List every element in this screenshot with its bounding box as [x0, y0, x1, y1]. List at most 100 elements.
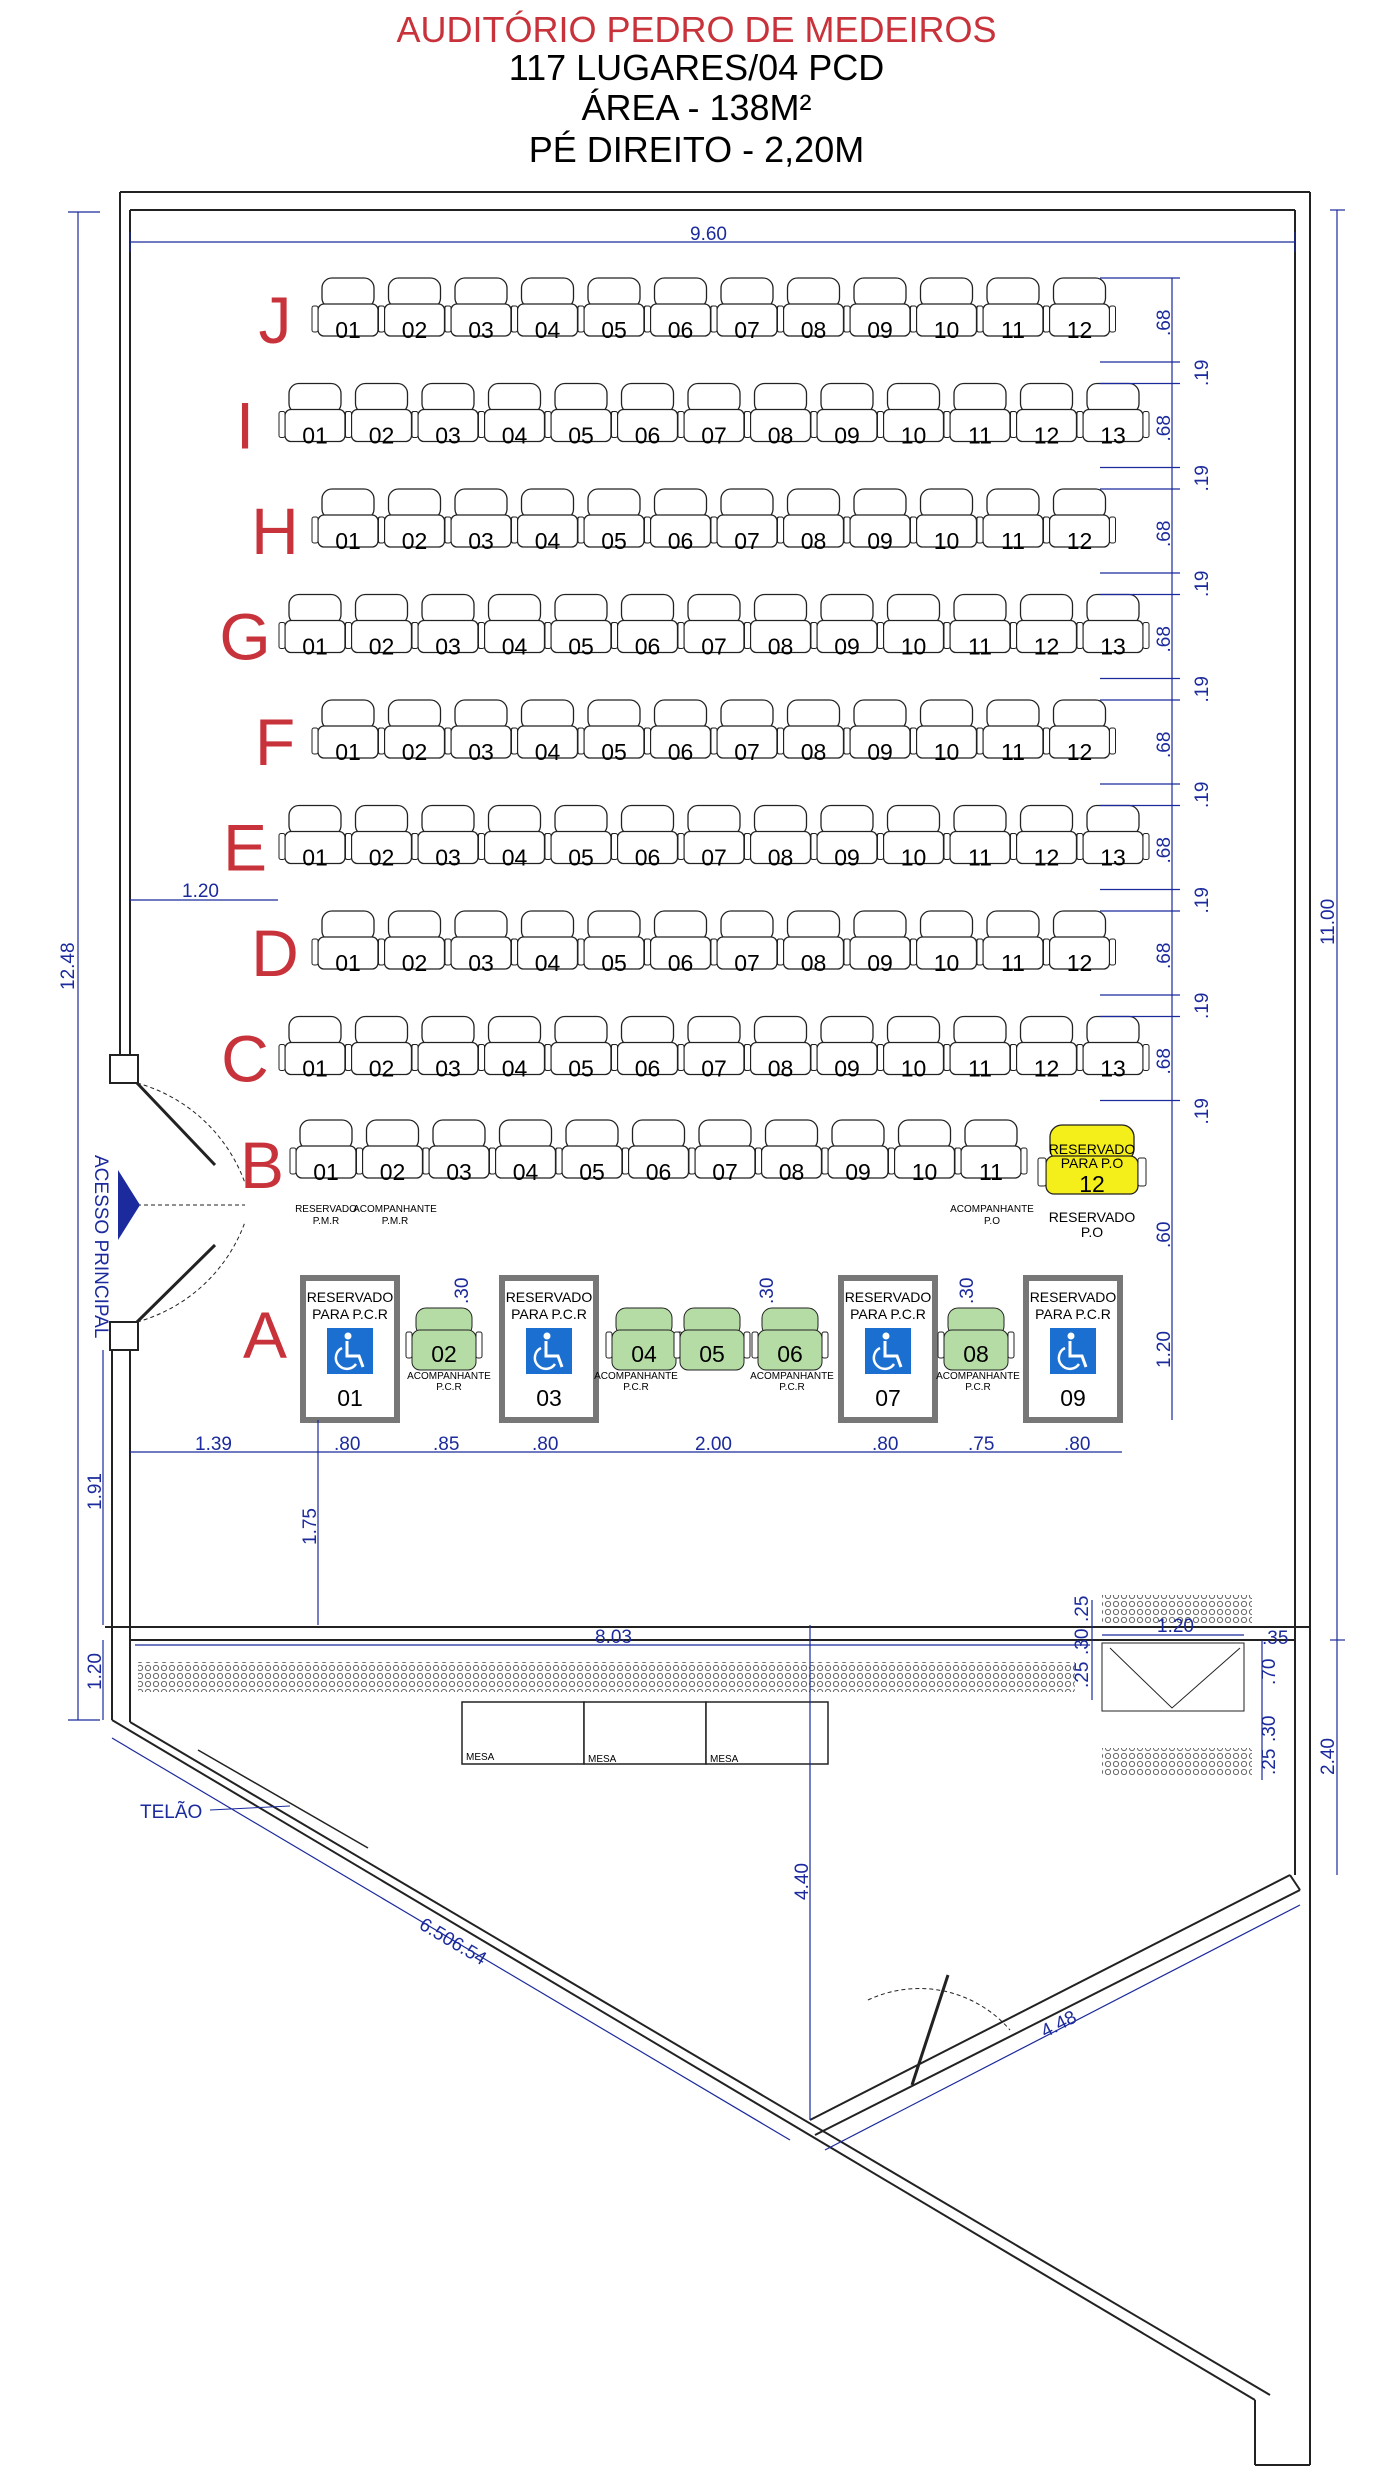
seat[interactable]: 02: [345, 1015, 418, 1082]
seat[interactable]: 13: [1076, 804, 1150, 871]
seat[interactable]: 09: [843, 910, 917, 976]
seat[interactable]: 02: [378, 699, 451, 765]
seat[interactable]: 08: [777, 488, 850, 554]
seat[interactable]: 04: [478, 593, 551, 660]
seat[interactable]: 06: [644, 488, 717, 554]
seat[interactable]: 04: [478, 804, 551, 871]
seat[interactable]: 10: [877, 593, 950, 660]
seat[interactable]: 09: [810, 804, 884, 871]
seat[interactable]: 08: [755, 1119, 828, 1185]
seat[interactable]: 11: [976, 277, 1050, 343]
seat[interactable]: 08: [744, 593, 817, 660]
seat[interactable]: 03: [411, 804, 485, 871]
seat[interactable]: 03: [444, 277, 518, 343]
seat[interactable]: 05: [577, 277, 651, 343]
seat[interactable]: 09: [810, 593, 884, 660]
seat[interactable]: 02: [345, 382, 418, 449]
seat[interactable]: 05: [555, 1119, 629, 1185]
seat[interactable]: 05: [577, 488, 651, 554]
seat[interactable]: 10: [910, 277, 983, 343]
seat[interactable]: 10: [877, 382, 950, 449]
seat[interactable]: 12: [1043, 910, 1116, 976]
seat[interactable]: 02: [345, 593, 418, 660]
seat[interactable]: 06: [611, 382, 684, 449]
seat[interactable]: 07: [677, 382, 751, 449]
seat[interactable]: 05: [544, 593, 618, 660]
seat[interactable]: 07: [710, 699, 784, 765]
seat[interactable]: 12: [1010, 804, 1083, 871]
seat[interactable]: 05: [544, 1015, 618, 1082]
seat[interactable]: 12: [1043, 699, 1116, 765]
seat[interactable]: 07: [677, 1015, 751, 1082]
companion-seat[interactable]: 06: [751, 1307, 829, 1371]
seat[interactable]: 06: [611, 1015, 684, 1082]
seat[interactable]: 03: [411, 1015, 485, 1082]
seat[interactable]: 09: [810, 1015, 884, 1082]
seat[interactable]: 02: [378, 277, 451, 343]
seat[interactable]: 11: [943, 804, 1017, 871]
seat[interactable]: 04: [511, 699, 584, 765]
companion-seat[interactable]: 08: [937, 1307, 1015, 1371]
seat[interactable]: 01: [278, 382, 352, 449]
seat[interactable]: 11: [954, 1119, 1028, 1185]
seat[interactable]: 12: [1010, 1015, 1083, 1082]
seat[interactable]: 09: [843, 277, 917, 343]
seat[interactable]: 10: [910, 910, 983, 976]
seat[interactable]: 09: [821, 1119, 895, 1185]
seat[interactable]: 05: [544, 804, 618, 871]
seat[interactable]: 02: [356, 1119, 429, 1185]
seat[interactable]: 04: [478, 382, 551, 449]
companion-seat[interactable]: 04: [605, 1307, 683, 1371]
seat[interactable]: 06: [611, 804, 684, 871]
seat[interactable]: 08: [777, 699, 850, 765]
seat[interactable]: 10: [888, 1119, 961, 1185]
seat[interactable]: 01: [278, 593, 352, 660]
seat[interactable]: 07: [688, 1119, 762, 1185]
seat[interactable]: 06: [644, 277, 717, 343]
seat[interactable]: 03: [411, 382, 485, 449]
seat[interactable]: 10: [910, 488, 983, 554]
seat[interactable]: 04: [511, 277, 584, 343]
seat[interactable]: 12: [1010, 382, 1083, 449]
seat[interactable]: 07: [710, 277, 784, 343]
seat[interactable]: 05: [577, 910, 651, 976]
seat[interactable]: 10: [877, 1015, 950, 1082]
companion-seat[interactable]: 05: [673, 1307, 751, 1371]
seat[interactable]: 04: [511, 910, 584, 976]
seat[interactable]: 07: [710, 488, 784, 554]
seat[interactable]: 06: [644, 699, 717, 765]
seat[interactable]: 04: [489, 1119, 562, 1185]
seat[interactable]: 05: [577, 699, 651, 765]
seat[interactable]: 07: [677, 804, 751, 871]
seat[interactable]: 03: [444, 699, 518, 765]
seat[interactable]: 03: [411, 593, 485, 660]
seat[interactable]: 12: [1043, 277, 1116, 343]
seat[interactable]: 08: [744, 804, 817, 871]
seat[interactable]: 11: [976, 699, 1050, 765]
seat[interactable]: 11: [976, 910, 1050, 976]
seat[interactable]: 09: [810, 382, 884, 449]
seat[interactable]: 03: [444, 488, 518, 554]
seat[interactable]: 01: [289, 1119, 363, 1185]
seat[interactable]: 04: [478, 1015, 551, 1082]
seat[interactable]: 01: [311, 910, 385, 976]
seat[interactable]: 04: [511, 488, 584, 554]
seat[interactable]: 06: [622, 1119, 695, 1185]
seat[interactable]: 08: [777, 910, 850, 976]
seat[interactable]: 11: [943, 593, 1017, 660]
seat[interactable]: 01: [311, 277, 385, 343]
seat[interactable]: 13: [1076, 382, 1150, 449]
seat[interactable]: 01: [311, 488, 385, 554]
seat[interactable]: 03: [444, 910, 518, 976]
seat[interactable]: 01: [311, 699, 385, 765]
seat[interactable]: 13: [1076, 593, 1150, 660]
seat[interactable]: 08: [744, 382, 817, 449]
seat[interactable]: 07: [677, 593, 751, 660]
seat[interactable]: 02: [378, 910, 451, 976]
seat[interactable]: 09: [843, 488, 917, 554]
seat[interactable]: 01: [278, 804, 352, 871]
seat[interactable]: 11: [976, 488, 1050, 554]
